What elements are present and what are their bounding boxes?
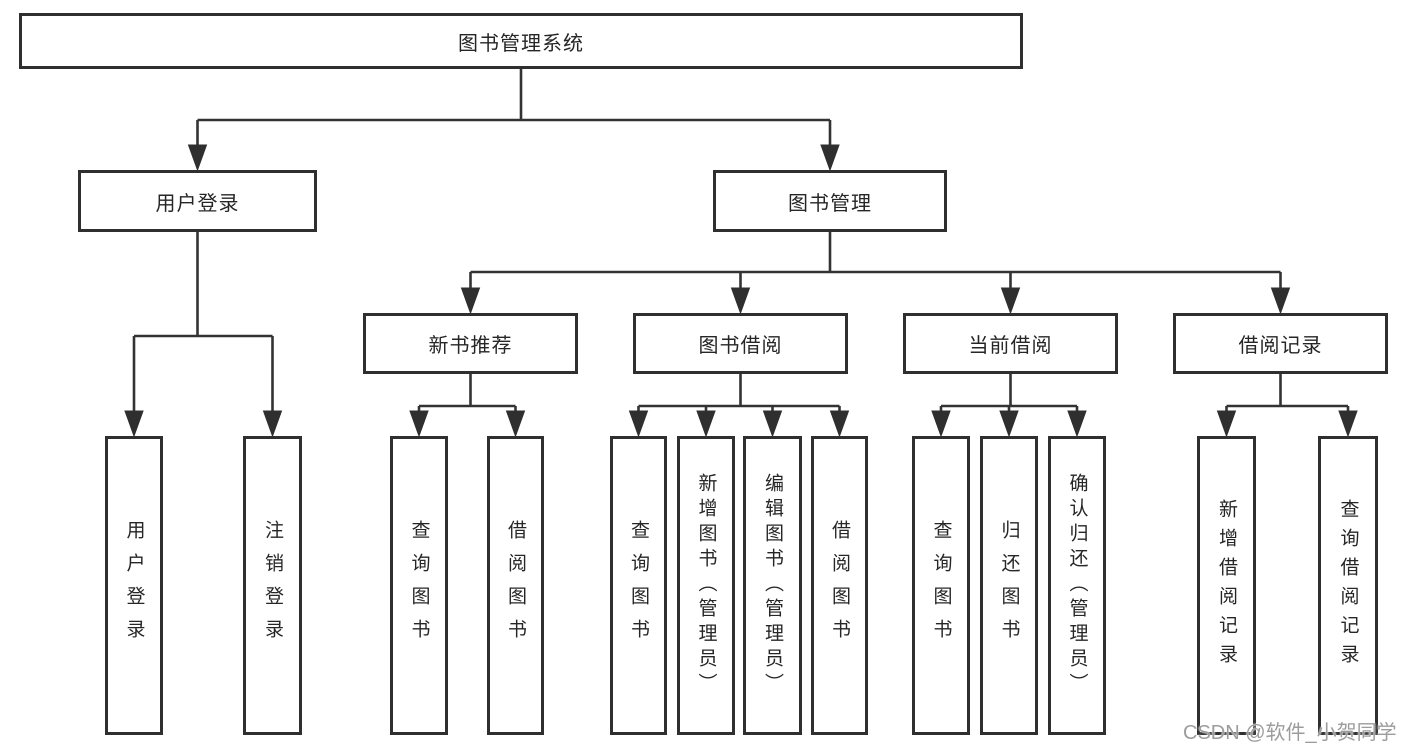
leaf-user-login: 用户登录 — [105, 436, 163, 735]
connector-current-borrow-to-leaves — [931, 374, 1087, 438]
leaf-confirm-return-admin: 确认归还（管理员） — [1048, 436, 1106, 735]
connector-book-borrow-to-leaves — [628, 374, 850, 438]
leaf-query-books-borrow: 查询图书 — [610, 436, 667, 735]
leaf-query-books-current-label: 查询图书 — [930, 519, 952, 652]
leaf-query-books-borrow-label: 查询图书 — [628, 519, 649, 652]
leaf-borrow-books: 借阅图书 — [811, 436, 868, 735]
leaf-logout: 注销登录 — [243, 436, 302, 735]
leaf-edit-book-admin-label: 编辑图书（管理员） — [762, 473, 783, 698]
leaf-add-book-admin-label: 新增图书（管理员） — [695, 473, 717, 698]
leaf-query-books-current: 查询图书 — [912, 436, 970, 735]
leaf-user-login-label: 用户登录 — [123, 519, 145, 652]
node-current-borrowing: 当前借阅 — [903, 313, 1118, 374]
node-book-borrowing: 图书借阅 — [633, 313, 848, 374]
node-new-book-recommendation: 新书推荐 — [363, 313, 578, 374]
connector-new-book-to-leaves — [409, 374, 526, 438]
leaf-borrow-books-recommend-label: 借阅图书 — [505, 519, 526, 652]
leaf-confirm-return-admin-label: 确认归还（管理员） — [1066, 473, 1088, 698]
node-book-management: 图书管理 — [713, 170, 947, 232]
leaf-add-borrow-record-label: 新增借阅记录 — [1216, 498, 1237, 673]
leaf-borrow-books-label: 借阅图书 — [829, 519, 850, 652]
leaf-add-book-admin: 新增图书（管理员） — [677, 436, 735, 735]
leaf-add-borrow-record: 新增借阅记录 — [1197, 436, 1256, 735]
node-user-login: 用户登录 — [78, 170, 317, 232]
connector-user-login-to-leaves — [124, 232, 283, 438]
connector-root-to-level2 — [187, 69, 840, 172]
leaf-borrow-books-recommend: 借阅图书 — [487, 436, 544, 735]
leaf-query-borrow-record-label: 查询借阅记录 — [1337, 498, 1359, 673]
connector-records-to-leaves — [1216, 374, 1358, 438]
leaf-return-books: 归还图书 — [980, 436, 1038, 735]
leaf-logout-label: 注销登录 — [262, 519, 283, 652]
leaf-query-books-recommend-label: 查询图书 — [408, 519, 430, 652]
leaf-edit-book-admin: 编辑图书（管理员） — [743, 436, 802, 735]
connector-management-to-level3 — [460, 232, 1291, 315]
node-borrowing-records: 借阅记录 — [1173, 313, 1388, 374]
leaf-query-books-recommend: 查询图书 — [390, 436, 448, 735]
leaf-query-borrow-record: 查询借阅记录 — [1318, 436, 1378, 735]
node-root: 图书管理系统 — [19, 13, 1023, 69]
watermark: CSDN @软件_小贺同学 — [1183, 722, 1397, 744]
leaf-return-books-label: 归还图书 — [998, 519, 1020, 652]
